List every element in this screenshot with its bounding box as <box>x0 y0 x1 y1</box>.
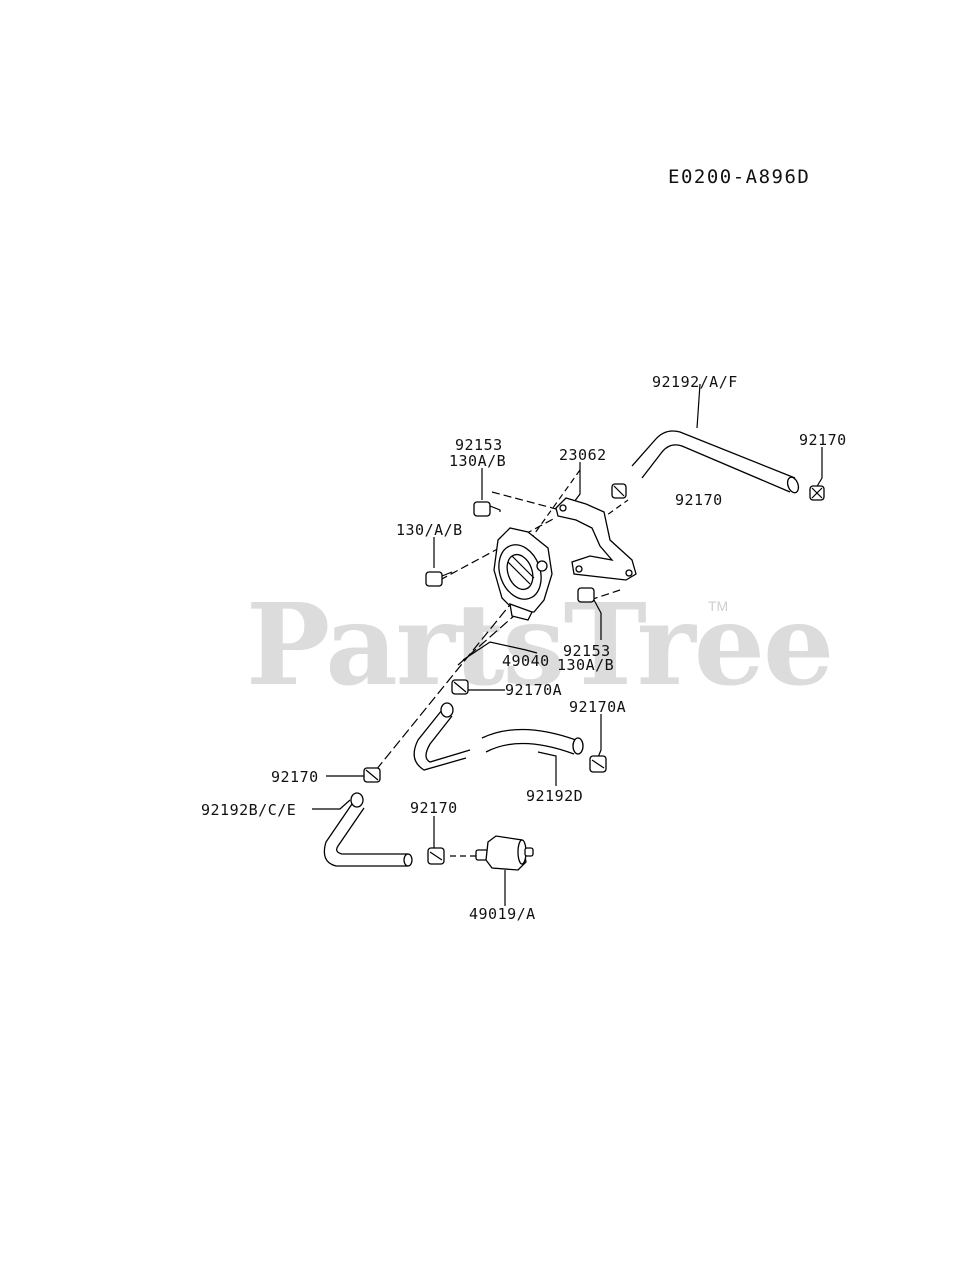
clamp-92170-left <box>363 767 381 783</box>
label-49019-a: 49019/A <box>469 905 536 923</box>
label-92170a-right: 92170A <box>569 698 627 716</box>
diagram-code: E0200-A896D <box>668 166 811 188</box>
label-92170-top-right: 92170 <box>799 431 847 449</box>
label-49040: 49040 <box>502 652 550 670</box>
label-92153-top: 92153 <box>455 436 503 454</box>
hose-92192b-c-e <box>323 792 413 867</box>
clamp-92170-bottom <box>427 847 445 865</box>
bolt-130-a-b <box>425 571 453 587</box>
label-92192d: 92192D <box>526 787 584 805</box>
watermark: PartsTree <box>246 580 834 711</box>
bracket-23062 <box>555 497 637 581</box>
clamp-bracket-top <box>611 483 627 499</box>
fuel-filter-49019-a <box>475 835 534 871</box>
fuel-pump-49040 <box>493 527 553 621</box>
label-130ab-top: 130A/B <box>449 452 507 470</box>
clamp-top-right <box>809 485 825 501</box>
label-92170-left: 92170 <box>271 768 319 786</box>
hose-92192d <box>413 702 584 771</box>
bolt-92153-mid <box>577 587 595 603</box>
label-23062: 23062 <box>559 446 607 464</box>
label-92170-bottom: 92170 <box>410 799 458 817</box>
label-92153-mid: 92153 <box>563 642 611 660</box>
label-130ab-mid: 130A/B <box>557 656 615 674</box>
bolt-92153-top <box>473 501 501 517</box>
label-92192b-c-e: 92192B/C/E <box>201 801 297 819</box>
clamp-92170a-left <box>451 679 469 695</box>
hose-92192-a-f <box>631 430 800 494</box>
trademark-mark: TM <box>708 598 729 614</box>
label-92170a-left: 92170A <box>505 681 563 699</box>
label-92170-right: 92170 <box>675 491 723 509</box>
clamp-92170a-right <box>589 755 607 773</box>
label-92192-a-f: 92192/A/F <box>652 373 738 391</box>
label-130-a-b: 130/A/B <box>396 521 463 539</box>
